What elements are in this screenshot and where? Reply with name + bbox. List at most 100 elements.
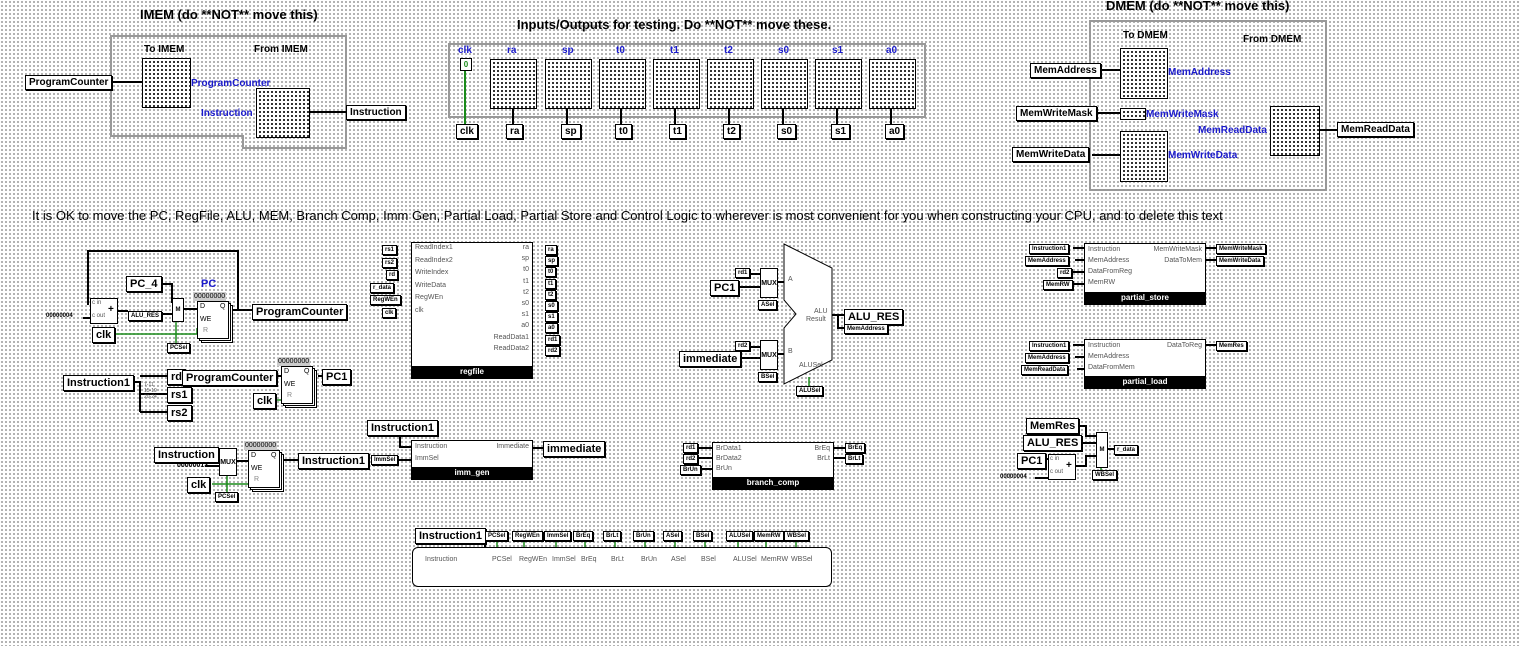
regfile-out-tunnel-3[interactable]: t1 bbox=[545, 278, 557, 289]
imem-pc-pin[interactable] bbox=[142, 58, 191, 108]
alu-res-tunnel[interactable]: ALU_RES bbox=[844, 309, 904, 325]
io-tunnel-s0[interactable]: s0 bbox=[777, 124, 797, 139]
dmem-memaddress-pin[interactable] bbox=[1120, 48, 1168, 99]
partialload-memaddress-tunnel[interactable]: MemAddress bbox=[1025, 353, 1069, 363]
partialstore-block[interactable]: Instruction MemAddress DataFromReg MemRW… bbox=[1084, 243, 1206, 305]
io-clk-tunnel[interactable]: clk bbox=[456, 124, 478, 139]
pc4-tunnel[interactable]: PC_4 bbox=[126, 276, 162, 292]
io-tunnel-t2[interactable]: t2 bbox=[723, 124, 740, 139]
imem-instruction-tunnel[interactable]: Instruction bbox=[346, 105, 406, 120]
partialstore-memrw-tunnel[interactable]: MemRW bbox=[1043, 280, 1073, 290]
immgen-immsel-tunnel[interactable]: ImmSel bbox=[371, 455, 399, 465]
regfile-out-tunnel-5[interactable]: s0 bbox=[545, 301, 558, 311]
ctl-tunnel-brlt[interactable]: BrLt bbox=[603, 531, 622, 541]
branchcomp-brun-tunnel[interactable]: BrUn bbox=[680, 465, 701, 475]
instr-clk-tunnel[interactable]: clk bbox=[187, 477, 211, 493]
instr-mux[interactable]: MUX bbox=[219, 448, 237, 476]
io-probe-s0[interactable] bbox=[761, 59, 808, 109]
ctl-tunnel-alusel[interactable]: ALUSel bbox=[726, 531, 754, 541]
partialload-instruction1-tunnel[interactable]: Instruction1 bbox=[1029, 341, 1070, 351]
dmem-memwritemask-tunnel[interactable]: MemWriteMask bbox=[1016, 106, 1097, 121]
dmem-memreaddata-tunnel[interactable]: MemReadData bbox=[1337, 122, 1414, 137]
regfile-out-tunnel-1[interactable]: sp bbox=[545, 256, 559, 267]
instr-pcsel-tunnel[interactable]: PCSel bbox=[215, 492, 239, 502]
alu-immediate-tunnel[interactable]: immediate bbox=[679, 351, 742, 367]
ctl-tunnel-brun[interactable]: BrUn bbox=[633, 531, 654, 541]
wb-memres-tunnel[interactable]: MemRes bbox=[1026, 418, 1080, 434]
regfile-out-tunnel-9[interactable]: rd2 bbox=[545, 345, 561, 356]
pc-mux[interactable]: M bbox=[172, 298, 184, 322]
ctl-tunnel-asel[interactable]: ASel bbox=[663, 531, 683, 541]
partialstore-memwritedata-tunnel[interactable]: MemWriteData bbox=[1216, 256, 1264, 266]
ctl-tunnel-pcsel[interactable]: PCSel bbox=[485, 531, 509, 541]
ctl-tunnel-wbsel[interactable]: WBSel bbox=[784, 531, 810, 541]
alu-bsel-tunnel[interactable]: BSel bbox=[758, 372, 778, 382]
alu-memaddress-tunnel[interactable]: MemAddress bbox=[844, 324, 888, 334]
pc1-programcounter-tunnel[interactable]: ProgramCounter bbox=[182, 370, 278, 386]
io-tunnel-t0[interactable]: t0 bbox=[615, 124, 632, 139]
branchcomp-breq-tunnel[interactable]: BrEq bbox=[845, 443, 866, 453]
regfile-out-tunnel-2[interactable]: t0 bbox=[545, 267, 557, 278]
imem-pc-tunnel[interactable]: ProgramCounter bbox=[25, 75, 113, 90]
io-tunnel-t1[interactable]: t1 bbox=[669, 124, 686, 139]
pc-pcsel-tunnel[interactable]: PCSel bbox=[167, 343, 191, 353]
pc1-clk-tunnel[interactable]: clk bbox=[253, 393, 277, 409]
partialload-block[interactable]: Instruction MemAddress DataFromMem DataT… bbox=[1084, 339, 1206, 389]
ctl-tunnel-regwen[interactable]: RegWEn bbox=[512, 531, 543, 541]
regfile-out-tunnel-7[interactable]: a0 bbox=[545, 323, 558, 334]
partialstore-instruction1-tunnel[interactable]: Instruction1 bbox=[1029, 244, 1070, 254]
wb-pc1-tunnel[interactable]: PC1 bbox=[1017, 453, 1047, 469]
immgen-instruction1-tunnel[interactable]: Instruction1 bbox=[367, 420, 438, 436]
io-tunnel-s1[interactable]: s1 bbox=[831, 124, 851, 139]
io-probe-ra[interactable] bbox=[490, 59, 537, 109]
pc-programcounter-tunnel[interactable]: ProgramCounter bbox=[252, 304, 348, 320]
pc1-register[interactable]: D Q WE R 00000000 bbox=[277, 357, 319, 408]
partialstore-memwritemask-tunnel[interactable]: MemWriteMask bbox=[1216, 244, 1266, 254]
partialstore-rd2-tunnel[interactable]: rd2 bbox=[1057, 268, 1073, 278]
ctl-tunnel-breq[interactable]: BrEq bbox=[573, 531, 594, 541]
pc1-instruction1-tunnel[interactable]: Instruction1 bbox=[63, 375, 134, 391]
imem-instruction-pin[interactable] bbox=[256, 88, 310, 138]
pc-clk-tunnel[interactable]: clk bbox=[92, 327, 116, 343]
io-tunnel-a0[interactable]: a0 bbox=[885, 124, 905, 139]
io-probe-t1[interactable] bbox=[653, 59, 700, 109]
dmem-memwritedata-pin[interactable] bbox=[1120, 131, 1168, 182]
regfile-out-tunnel-8[interactable]: rd1 bbox=[545, 334, 561, 345]
alu-rd2-tunnel[interactable]: rd2 bbox=[735, 341, 751, 351]
immgen-block[interactable]: Instruction ImmSel Immediate imm_gen bbox=[411, 440, 533, 480]
regfile-out-tunnel-4[interactable]: t2 bbox=[545, 289, 557, 300]
partialload-memreaddata-tunnel[interactable]: MemReadData bbox=[1021, 365, 1069, 375]
instr-register[interactable]: D Q WE R 00000000 bbox=[244, 441, 286, 492]
alu-alusel-tunnel[interactable]: ALUSel bbox=[796, 386, 824, 396]
immgen-immediate-tunnel[interactable]: immediate bbox=[543, 441, 606, 457]
regfile-in-tunnel-5[interactable]: clk bbox=[382, 307, 397, 318]
dmem-memwritemask-pin[interactable] bbox=[1120, 108, 1146, 120]
branchcomp-brlt-tunnel[interactable]: BrLt bbox=[845, 454, 864, 464]
branchcomp-block[interactable]: BrData1 BrData2 BrUn BrEq BrLt branch_co… bbox=[712, 442, 834, 490]
dmem-memaddress-tunnel[interactable]: MemAddress bbox=[1030, 63, 1101, 78]
instr-instruction-tunnel[interactable]: Instruction bbox=[154, 447, 219, 463]
pc-register[interactable]: D Q WE R 00000000 bbox=[193, 292, 235, 343]
alu-rd1-tunnel[interactable]: rd1 bbox=[735, 268, 751, 278]
clk-input-toggle[interactable]: 0 bbox=[460, 58, 472, 71]
io-probe-t2[interactable] bbox=[707, 59, 754, 109]
pc-alu-res-tunnel[interactable]: ALU_RES bbox=[128, 311, 163, 321]
branchcomp-rd2-tunnel[interactable]: rd2 bbox=[683, 454, 699, 464]
wb-alures-tunnel[interactable]: ALU_RES bbox=[1023, 435, 1083, 451]
partialload-memres-tunnel[interactable]: MemRes bbox=[1216, 341, 1247, 351]
pc1-rd-tunnel[interactable]: rd bbox=[167, 369, 186, 385]
pc1-rs2-tunnel[interactable]: rs2 bbox=[167, 405, 192, 421]
alu-pc1-tunnel[interactable]: PC1 bbox=[710, 280, 740, 296]
ctl-tunnel-bsel[interactable]: BSel bbox=[693, 531, 713, 541]
pc-adder[interactable]: c in c out + bbox=[90, 298, 118, 324]
pc1-rs1-tunnel[interactable]: rs1 bbox=[167, 387, 192, 403]
alu-b-mux[interactable]: MUX bbox=[760, 340, 778, 370]
io-probe-s1[interactable] bbox=[815, 59, 862, 109]
wb-wbsel-tunnel[interactable]: WBSel bbox=[1092, 470, 1118, 480]
partialstore-memaddress-tunnel[interactable]: MemAddress bbox=[1025, 256, 1069, 266]
regfile-out-tunnel-6[interactable]: s1 bbox=[545, 312, 558, 323]
ctl-tunnel-immsel[interactable]: ImmSel bbox=[544, 531, 572, 541]
